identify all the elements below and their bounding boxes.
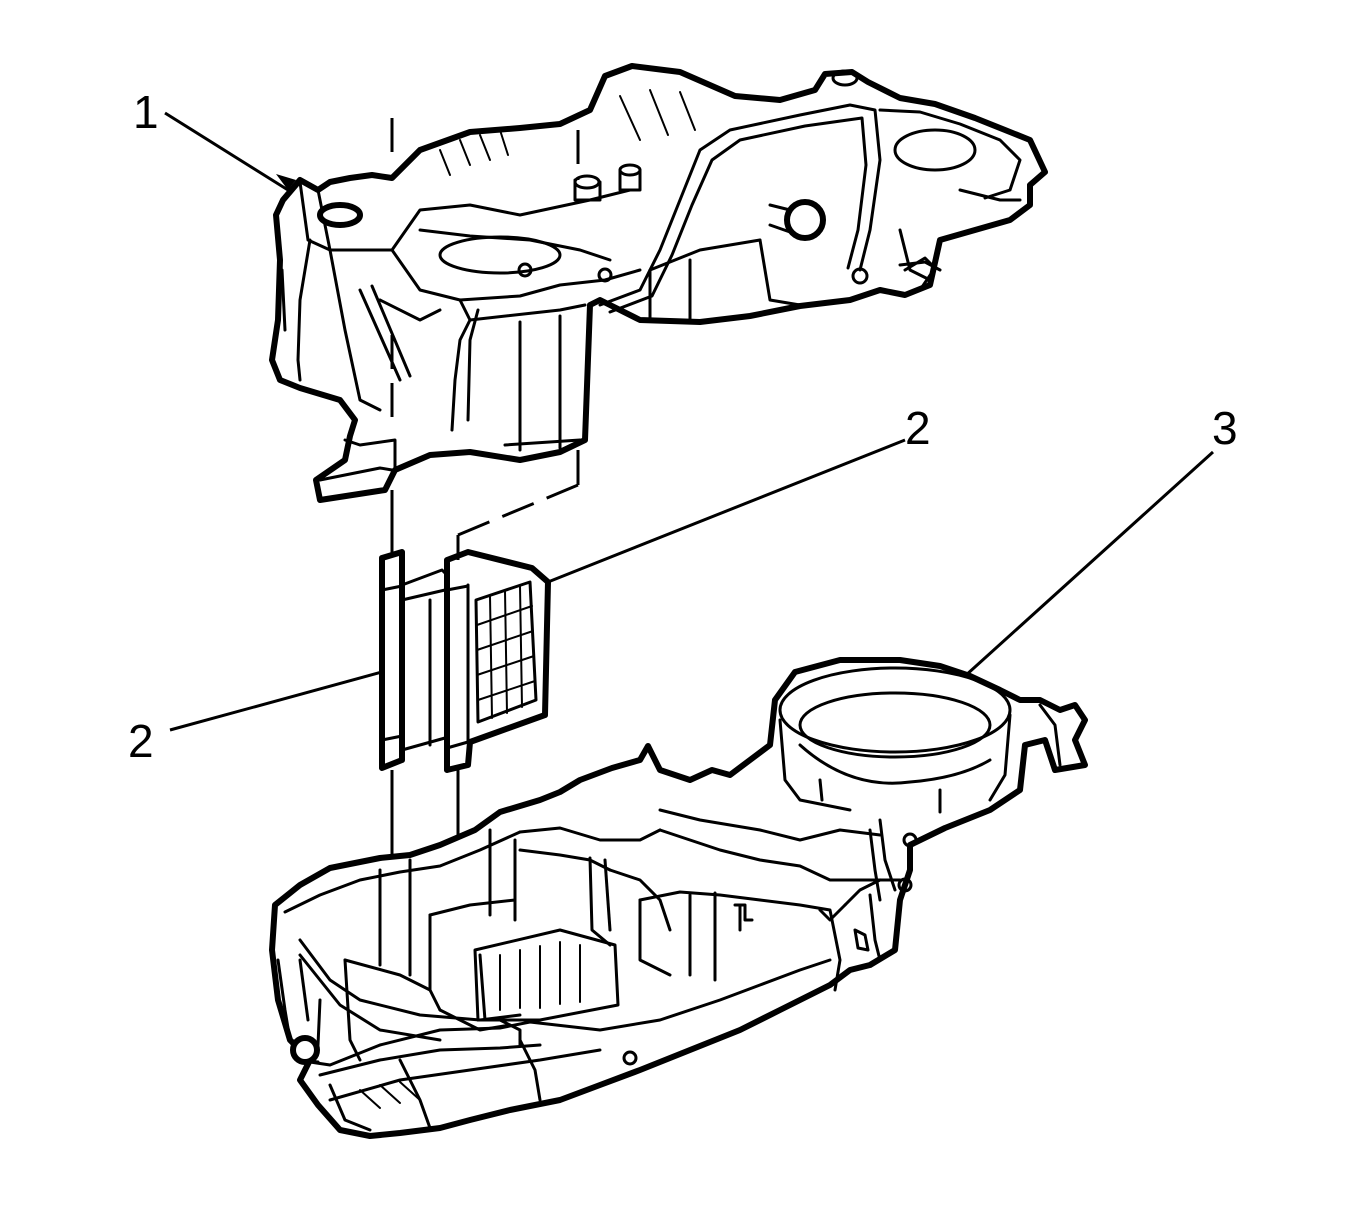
lower-case bbox=[269, 657, 1088, 1139]
leader-2-left bbox=[169, 670, 383, 732]
leader-3 bbox=[963, 450, 1215, 678]
seal-left bbox=[379, 549, 452, 771]
callout-3-label: 3 bbox=[1212, 402, 1238, 454]
callout-1-label: 1 bbox=[133, 86, 159, 138]
callout-2-right-label: 2 bbox=[905, 402, 931, 454]
callout-labels: 1 2 2 3 bbox=[128, 86, 1238, 767]
seal-right bbox=[444, 549, 551, 773]
callout-2-left-label: 2 bbox=[128, 715, 154, 767]
leader-2-right bbox=[547, 438, 906, 584]
leader-lines bbox=[164, 111, 1215, 732]
leader-1 bbox=[164, 111, 289, 192]
upper-case bbox=[269, 63, 1048, 503]
